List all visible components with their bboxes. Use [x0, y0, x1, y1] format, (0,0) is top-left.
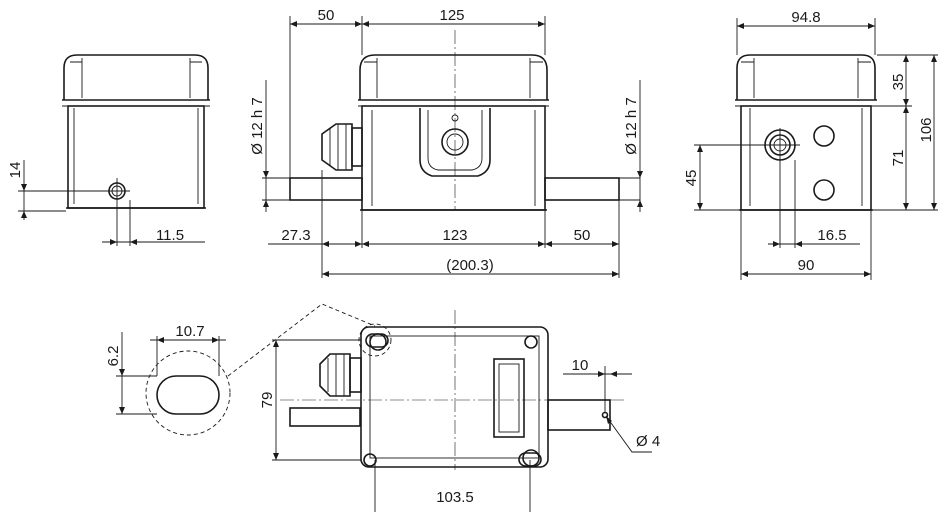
dim-123: 123: [442, 227, 467, 244]
slot-detail: [116, 303, 376, 436]
dim-79: 79: [259, 392, 276, 409]
dim-shaft-left: Ø 12 h 7: [249, 97, 266, 155]
dim-50-top: 50: [318, 7, 335, 24]
dim-50-bottom: 50: [574, 227, 591, 244]
dim-11-5: 11.5: [156, 227, 184, 244]
dim-103-5: 103.5: [436, 489, 474, 506]
dim-200-3: (200.3): [446, 257, 494, 274]
top-view: [272, 310, 652, 512]
dim-10: 10: [572, 357, 589, 374]
dim-shaft-right: Ø 12 h 7: [623, 97, 640, 155]
right-side-view: [694, 18, 938, 280]
dim-94-8: 94.8: [791, 9, 820, 26]
dim-16-5: 16.5: [817, 227, 846, 244]
dim-14: 14: [7, 162, 24, 179]
dim-hole-4: Ø 4: [636, 433, 660, 450]
dim-45: 45: [683, 170, 700, 187]
dim-27-3: 27.3: [281, 227, 310, 244]
dim-90: 90: [798, 257, 815, 274]
dim-71: 71: [890, 150, 907, 167]
dim-125: 125: [439, 7, 464, 24]
dim-106: 106: [918, 117, 935, 142]
front-view: [262, 16, 643, 278]
dimension-labels: 50 125 94.8 35 106 71 45 Ø 12 h 7 Ø 12 h…: [7, 7, 935, 506]
dim-35: 35: [890, 74, 907, 91]
left-end-view: [18, 54, 210, 246]
dim-10-7: 10.7: [175, 323, 204, 340]
dim-6-2: 6.2: [105, 346, 122, 367]
